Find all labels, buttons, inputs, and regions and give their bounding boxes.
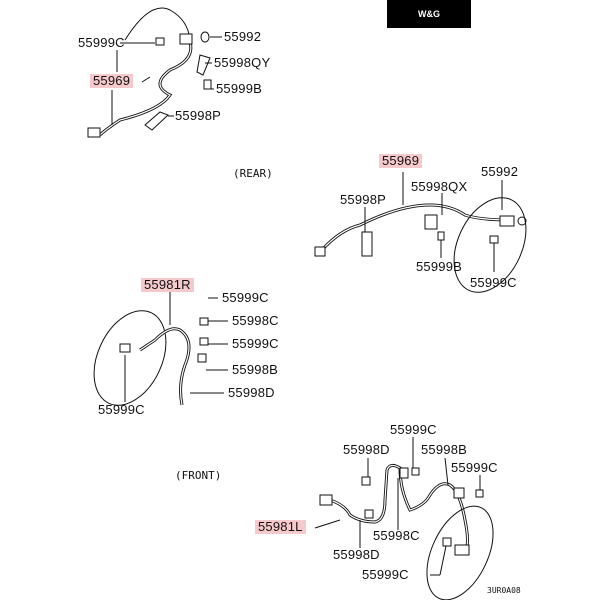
part-label[interactable]: 55999C — [222, 290, 269, 305]
part-label[interactable]: 55998C — [232, 313, 279, 328]
part-label[interactable]: 55999C — [78, 35, 125, 50]
part-label[interactable]: 55999C — [362, 567, 409, 582]
part-label[interactable]: 55999C — [98, 402, 145, 417]
part-label[interactable]: 55992 — [481, 164, 519, 179]
section-label-front: (FRONT) — [175, 469, 222, 482]
part-label[interactable]: 55998P — [340, 192, 387, 207]
rear-left-wire-assembly — [87, 7, 222, 138]
highlighted-part-label[interactable]: 55981L — [255, 520, 306, 534]
part-label[interactable]: 55998B — [421, 442, 468, 457]
part-label[interactable]: 55998B — [232, 362, 279, 377]
section-label-rear: (REAR) — [233, 167, 273, 180]
brand-logo: W&G — [387, 0, 471, 28]
part-label[interactable]: 55999B — [416, 259, 463, 274]
front-left-wire-assembly — [314, 437, 494, 600]
part-label[interactable]: 55992 — [224, 29, 262, 44]
part-label[interactable]: 55999C — [390, 422, 437, 437]
part-label[interactable]: 55999B — [216, 81, 263, 96]
part-label[interactable]: 55998D — [228, 385, 275, 400]
part-label[interactable]: 55998D — [343, 442, 390, 457]
part-label[interactable]: 55998D — [333, 547, 380, 562]
part-label[interactable]: 55999C — [470, 275, 517, 290]
rear-right-wire-assembly — [314, 172, 527, 293]
front-right-wire-assembly — [93, 292, 228, 406]
highlighted-part-label[interactable]: 55969 — [90, 74, 134, 88]
part-label[interactable]: 55998QY — [214, 55, 271, 70]
highlighted-part-label[interactable]: 55969 — [379, 154, 423, 168]
highlighted-part-label[interactable]: 55981R — [141, 278, 194, 292]
diagram-code: 3UR0A08 — [487, 586, 521, 595]
part-label[interactable]: 55999C — [232, 336, 279, 351]
logo-text: W&G — [418, 9, 440, 19]
part-label[interactable]: 55998P — [175, 108, 222, 123]
part-label[interactable]: 55999C — [451, 460, 498, 475]
part-label[interactable]: 55998QX — [411, 179, 468, 194]
part-label[interactable]: 55998C — [373, 528, 420, 543]
